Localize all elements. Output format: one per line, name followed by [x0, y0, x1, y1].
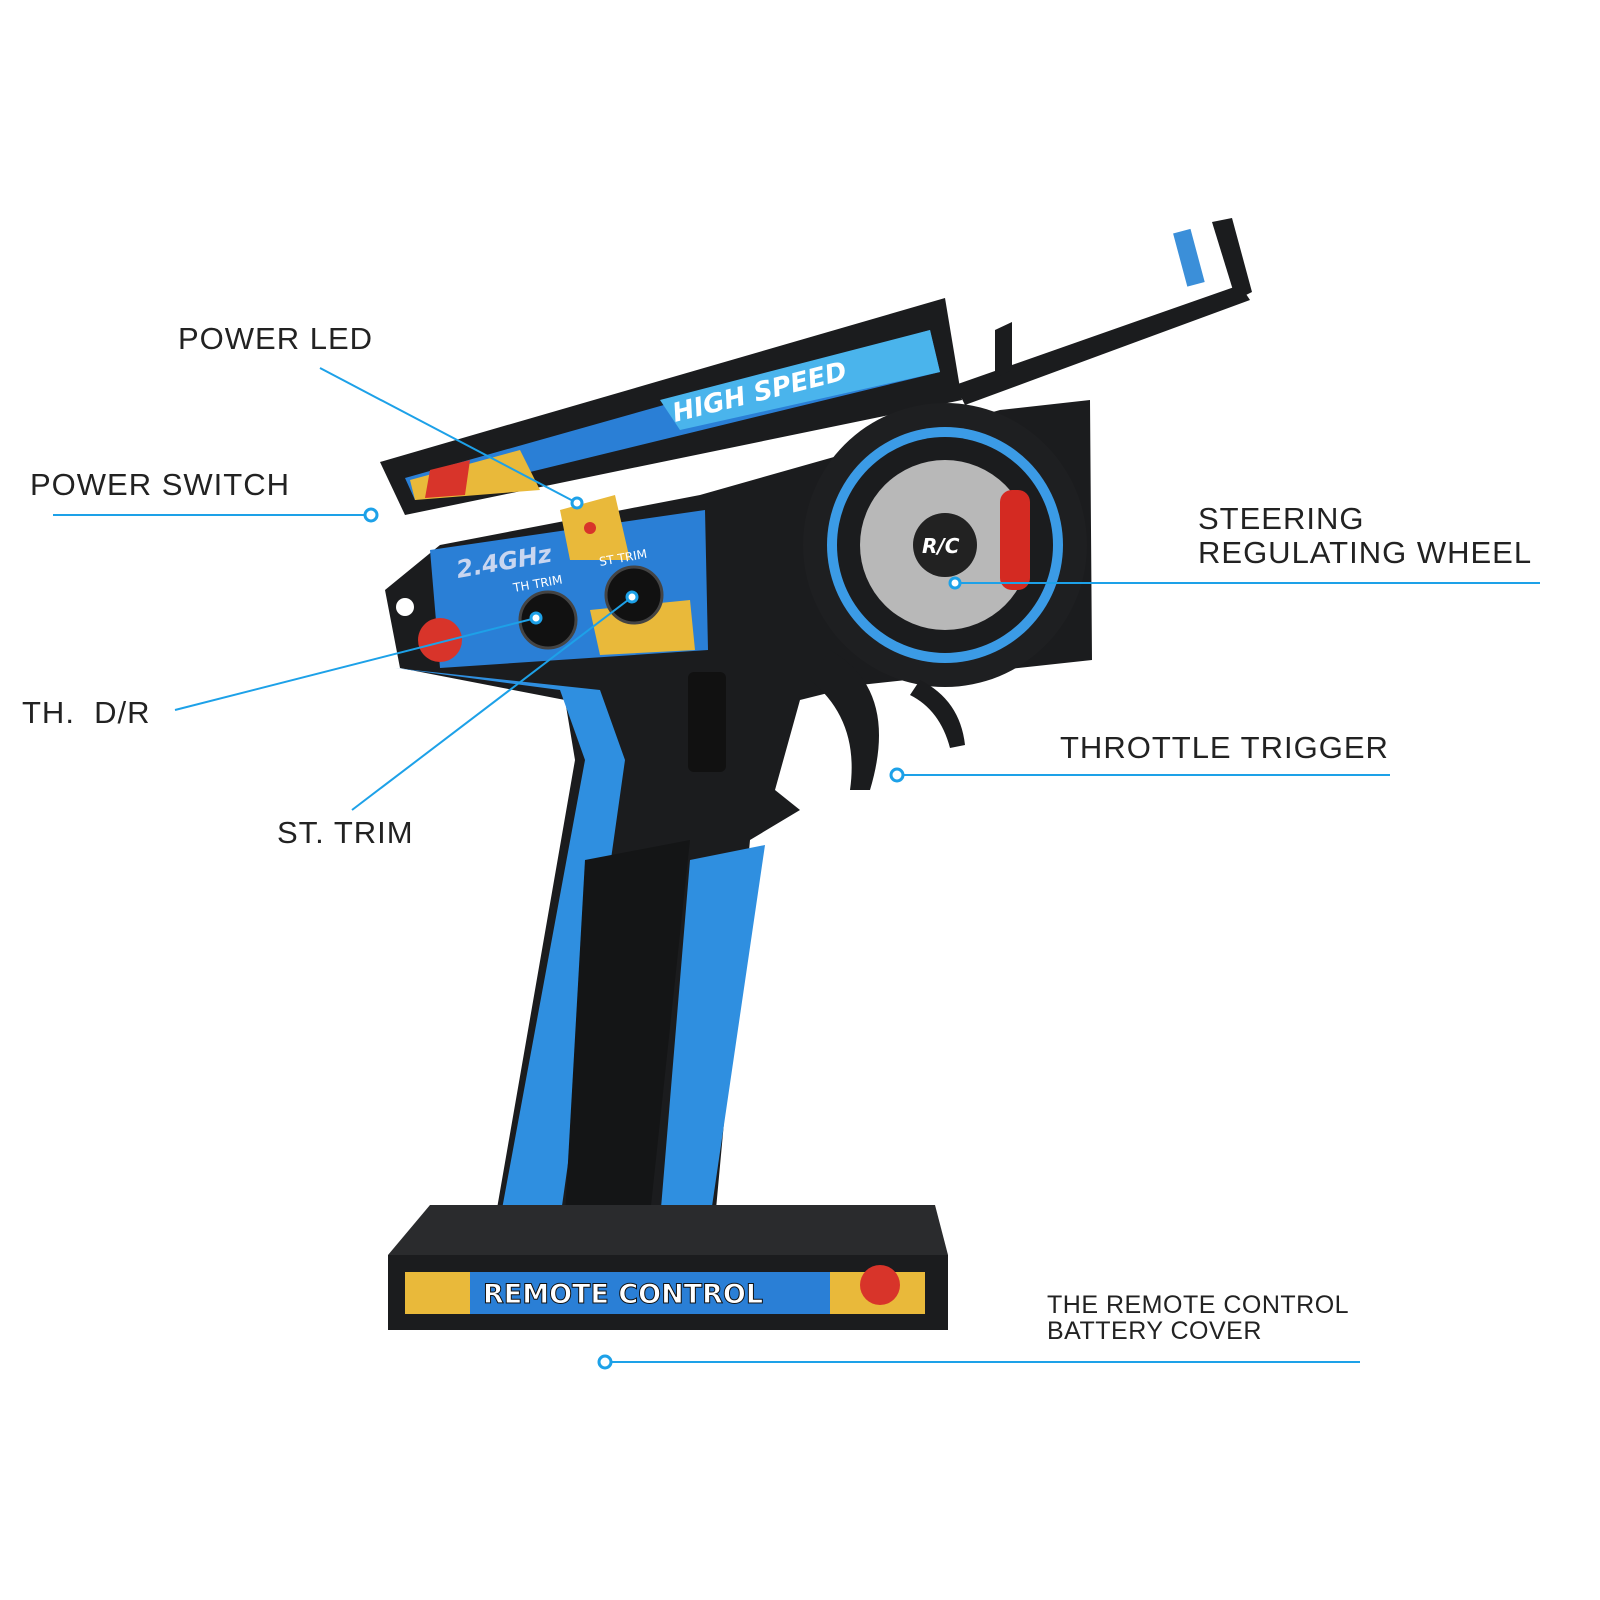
label-power-led: POWER LED	[178, 321, 374, 356]
label-throttle-trigger: THROTTLE TRIGGER	[1060, 730, 1389, 765]
control-panel: 2.4GHz TH TRIM ST TRIM	[418, 495, 708, 668]
label-steering-1: STEERING	[1198, 501, 1365, 536]
wheel-logo: R/C	[922, 534, 960, 558]
power-led	[584, 522, 596, 534]
label-battery-1: THE REMOTE CONTROL	[1047, 1291, 1350, 1319]
label-steering-2: REGULATING WHEEL	[1198, 535, 1533, 570]
label-battery-2: BATTERY COVER	[1047, 1317, 1262, 1345]
remote-control-decal: REMOTE CONTROL	[483, 1279, 763, 1310]
battery-cover-base: REMOTE CONTROL	[388, 1205, 948, 1330]
throttle-trigger[interactable]	[810, 650, 879, 790]
antenna	[955, 218, 1252, 405]
label-st-trim: ST. TRIM	[277, 815, 414, 850]
top-housing: HIGH SPEED	[380, 298, 962, 515]
steering-wheel[interactable]: R/C	[803, 403, 1087, 687]
th-dr-knob[interactable]	[518, 590, 578, 650]
leader-power-led	[319, 367, 578, 504]
label-th-dr: TH. D/R	[22, 695, 151, 730]
leader-lines	[53, 367, 1540, 1370]
label-power-switch: POWER SWITCH	[30, 467, 290, 502]
leader-th-dr	[174, 617, 537, 711]
leader-st-trim	[351, 596, 633, 811]
